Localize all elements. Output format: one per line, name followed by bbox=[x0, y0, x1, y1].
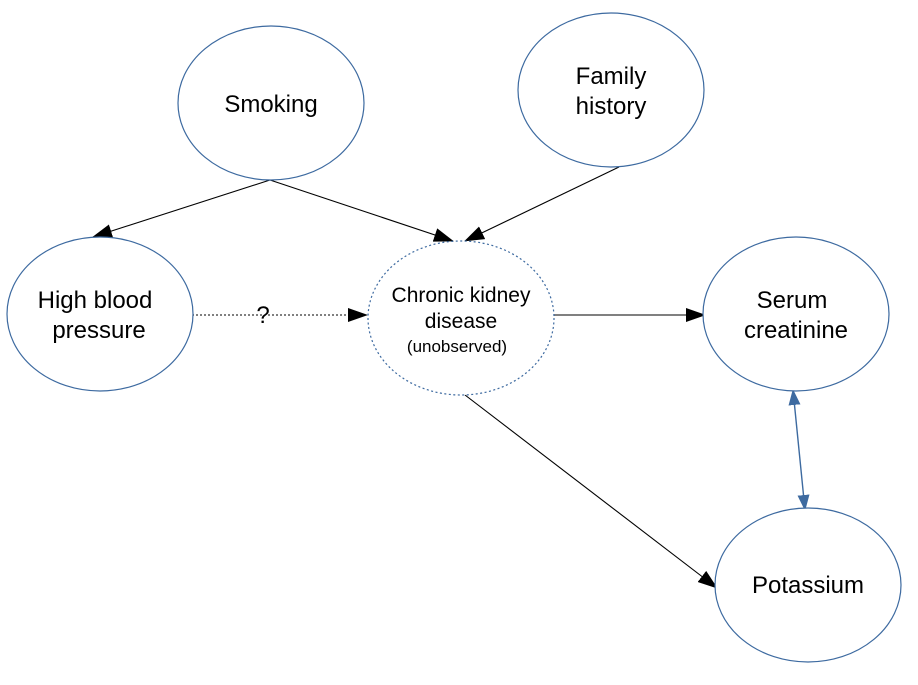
node-serum-creatinine-shape bbox=[702, 236, 890, 392]
edge-label-question: ? bbox=[256, 302, 269, 329]
node-chronic-kidney-disease-label-line3: (unobserved) bbox=[407, 337, 507, 356]
node-chronic-kidney-disease: Chronic kidney disease (unobserved) bbox=[367, 240, 555, 396]
node-chronic-kidney-disease-shape bbox=[367, 240, 555, 396]
node-potassium: Potassium bbox=[714, 507, 902, 663]
node-high-blood-pressure-label-line2: pressure bbox=[52, 317, 145, 344]
node-family-history-label-line2: history bbox=[576, 93, 647, 120]
node-serum-creatinine-label-line2: creatinine bbox=[744, 317, 848, 344]
edge-smoking-to-ckd bbox=[269, 179, 454, 242]
node-family-history: Family history bbox=[517, 12, 705, 168]
node-family-history-shape bbox=[517, 12, 705, 168]
edge-serum-creatinine-potassium-bidirectional bbox=[788, 389, 810, 511]
edge-smoking-to-high-blood-pressure bbox=[92, 179, 271, 238]
node-potassium-label: Potassium bbox=[752, 572, 864, 599]
node-smoking-label: Smoking bbox=[224, 91, 317, 118]
node-chronic-kidney-disease-label-line2: disease bbox=[425, 310, 497, 333]
edge-ckd-to-potassium bbox=[464, 394, 718, 589]
node-smoking: Smoking bbox=[177, 25, 365, 181]
node-smoking-shape bbox=[177, 25, 365, 181]
node-high-blood-pressure-shape bbox=[6, 236, 194, 392]
node-serum-creatinine: Serum creatinine bbox=[702, 236, 890, 392]
edge-family-history-to-ckd bbox=[464, 166, 620, 242]
node-family-history-label-line1: Family bbox=[576, 63, 647, 90]
node-serum-creatinine-label-line1: Serum bbox=[757, 287, 828, 314]
node-potassium-shape bbox=[714, 507, 902, 663]
node-chronic-kidney-disease-label-line1: Chronic kidney bbox=[392, 284, 531, 307]
node-high-blood-pressure: High blood pressure bbox=[6, 236, 194, 392]
node-high-blood-pressure-label-line1: High blood bbox=[38, 287, 153, 314]
